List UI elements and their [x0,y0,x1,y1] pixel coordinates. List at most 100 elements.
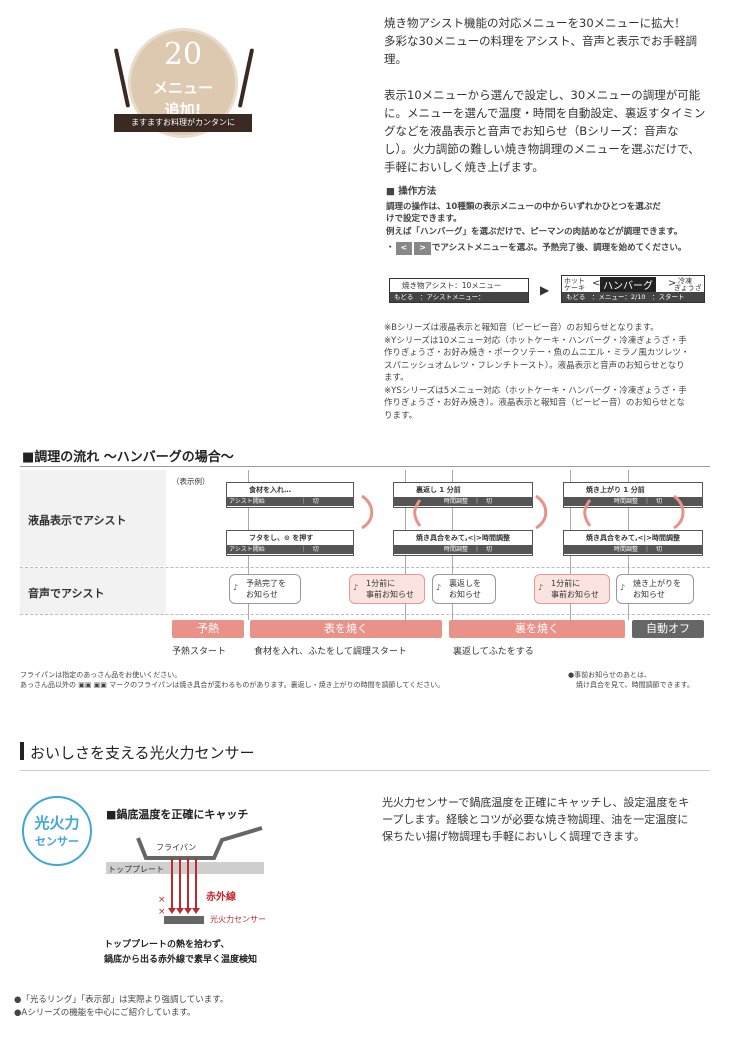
voice-bubble: ♪ 裏返しを お知らせ [432,574,496,604]
voice-icon: ♪ [233,583,239,592]
lcd2-gt: > [668,278,677,289]
operation-step: ・<>でアシストメニューを選ぶ。予熱完了後、調理を始めてください。 [386,242,716,255]
intro-line: グなどを液晶表示と音声でお知らせ（Bシリーズ：音声な [384,124,679,138]
voice-bubble: ♪ 焼き上がりを お知らせ [616,574,694,604]
sensor-label: 光火力センサー [210,915,266,924]
foot-line: フライパンは指定のあっさん品をお使いください。 [20,671,182,679]
left-button-icon: < [395,242,413,255]
voice-icon: ♪ [620,583,626,592]
curve-arrow-icon [361,494,374,530]
example-label: （表示例） [172,477,210,486]
flow-arrows [361,494,685,530]
sensor-text-line: 保ちたい揚げ物調理も手軽においしく調理できます。 [382,830,645,843]
lcd2-right1: 冷凍 [678,277,692,285]
display-sub: 時間調整 ｜ 切 [394,497,532,506]
lcd-sample-2: ホット ケーキ < ハンバーグ > 冷凍 ぎょうざ もどる ：メニュー：2/10… [561,275,705,303]
display-text: 裏返し 1 分前 [416,486,461,494]
foot-line: あっさん品以外の ▣▣ ▣▣ マークのフライパンは焼き具合が変わるものがあります… [20,681,445,689]
flow-footnotes-right: ●事前お知らせのあとは、 焼け具合を見て、時間調節できます。 [568,670,718,690]
foot-line: ●事前お知らせのあとは、 [568,671,651,679]
voice-bubble: ♪ 1分前に 事前お知らせ [349,574,425,604]
logo-line1: 光火力 [34,814,80,832]
cross-icon: × [158,907,166,917]
pan-label: フライパン [156,843,197,852]
curve-arrow-icon [535,494,548,530]
operation-section: ■ 操作方法 調理の操作は、10種類の表示メニューの中からいずれかひとつを選ぶだ… [386,186,716,255]
row1-label: 液晶表示でアシスト [28,514,127,527]
note-line: ※YSシリーズは5メニュー対応（ホットケーキ・ハンバーグ・冷凍ぎょうざ・手 [384,385,687,396]
ir-label: 赤外線 [206,892,236,903]
note-line: ※Bシリーズは液晶表示と報知音（ピーピー音）のお知らせとなります。 [384,323,659,333]
phase-back: 裏を焼く [449,620,625,638]
footnote-line: ●「光るリング」「表示部」は実際より強調しています。 [14,995,229,1005]
bubble-line: 裏返しを [449,579,481,588]
phase-sub: 予熱スタート [172,647,227,657]
lcd1-bottom: もどる ：アシストメニュー： [390,292,528,302]
lcd2-main: ハンバーグ [600,277,656,292]
badge-line2: メニュー [152,79,213,97]
flow-title: ■調理の流れ 〜ハンバーグの場合〜 [22,450,234,465]
display-text: フタをし、⊙ を押す [249,534,314,542]
sensor-text: 光火力センサーで鍋底温度を正確にキャッチし、設定温度をキ ープします。経験とコツ… [382,794,716,845]
operation-heading: ■ 操作方法 [386,186,437,197]
phase-sub: 裏返してふたをする [453,647,534,657]
note-line: ります。 [384,410,418,421]
note-line: 作りぎょうざ・お好み焼き・ポークソテー・魚のムニエル・ミラノ風カツレツ・ [384,348,690,358]
note-line: スパニッシュオムレツ・フレンチトースト）。液晶表示と音声のお知らせとなり [384,360,685,371]
sensor-logo: 光火力 センサー [22,796,92,866]
voice-bubble: ♪ 1分前に 事前お知らせ [534,574,610,604]
display-text: 食材を入れ… [249,486,291,494]
cross-icon: × [158,895,166,905]
bubble-line: 焼き上がりを [633,579,681,588]
lcd1-top: 焼き物アシスト：10メニュー [402,281,502,290]
footnote-line: ●Aシリーズの機能を中心にご紹介しています。 [14,1008,196,1018]
display-sub: 時間調整 ｜ 切 [564,545,702,554]
intro-line: 多彩な30メニューの料理をアシスト、音声と表示でお手軽調 [384,34,697,48]
display-sub: アシスト開始 ｜ 切 [227,545,353,554]
voice-bubble: ♪ 予熱完了を お知らせ [229,574,301,604]
step-text: でアシストメニューを選ぶ。予熱完了後、調理を始めてください。 [431,243,687,253]
note-line: 作りぎょうざ・お好み焼き）。液晶表示と報知音（ピーピー音）のお知らせとな [384,398,685,408]
flow-footnotes: フライパンは指定のあっさん品をお使いください。 あっさん品以外の ▣▣ ▣▣ マ… [20,670,560,690]
flow-display: フタをし、⊙ を押す アシスト開始 ｜ 切 [226,530,354,556]
bubble-line: 予熱完了を [246,579,286,588]
plate-label: トッププレート [108,865,164,874]
display-text: 焼き具合をみて,<|>時間調整 [416,534,510,542]
voice-icon: ♪ [436,583,442,592]
display-sub: 時間調整 ｜ 切 [564,497,702,506]
caption-line: トッププレートの熱を拾わず、 [104,940,230,950]
right-button-icon: > [414,242,431,255]
phase-front: 表を焼く [250,620,442,638]
flow-display: 焼き具合をみて,<|>時間調整 時間調整 ｜ 切 [563,530,703,556]
sensor-diagram: × × [106,826,264,924]
intro-line: 理。 [384,52,407,66]
display-text: 焼き具合をみて,<|>時間調整 [586,534,680,542]
note-line: ※Yシリーズは10メニュー対応（ホットケーキ・ハンバーグ・冷凍ぎょうざ・手 [384,335,687,346]
sensor-text-line: 光火力センサーで鍋底温度を正確にキャッチし、設定温度をキ [382,796,690,809]
bubble-line: お知らせ [449,589,481,599]
operation-line: 例えば「ハンバーグ」を選ぶだけで、ピーマンの肉詰めなどが調理できます。 [386,226,683,237]
display-text: 焼き上がり 1 分前 [586,486,645,494]
flow-display: 焼き具合をみて,<|>時間調整 時間調整 ｜ 切 [393,530,533,556]
badge-ribbon: ますますお料理がカンタンに [114,114,252,132]
sensor-heading: おいしさを支える光火力センサー [30,744,255,762]
bubble-line: 事前お知らせ [551,589,599,599]
display-sub: 時間調整 ｜ 切 [394,545,532,554]
sensor-caption: トッププレートの熱を拾わず、 鍋底から出る赤外線で素早く温度検知 [104,938,257,968]
phase-autooff: 自動オフ [632,620,704,638]
bubble-line: お知らせ [246,589,278,599]
caption-line: 鍋底から出る赤外線で素早く温度検知 [104,955,258,965]
phase-preheat: 予熱 [172,620,244,638]
curve-arrow-icon [673,494,685,530]
frying-pan-icon [136,826,263,860]
bubble-line: 1分前に [366,579,396,588]
lcd-sample-1: 焼き物アシスト：10メニュー もどる ：アシストメニュー： [389,278,529,303]
row-divider [20,614,710,615]
lcd2-right2: ぎょうざ [674,284,702,292]
curve-arrow-icon [413,499,422,527]
row2-label: 音声でアシスト [28,587,105,600]
row-divider [20,567,710,568]
note-line: ます。 [384,373,409,383]
badge-number: 20 [163,37,203,72]
series-notes: ※Bシリーズは液晶表示と報知音（ピーピー音）のお知らせとなります。 ※Yシリーズ… [384,322,714,422]
